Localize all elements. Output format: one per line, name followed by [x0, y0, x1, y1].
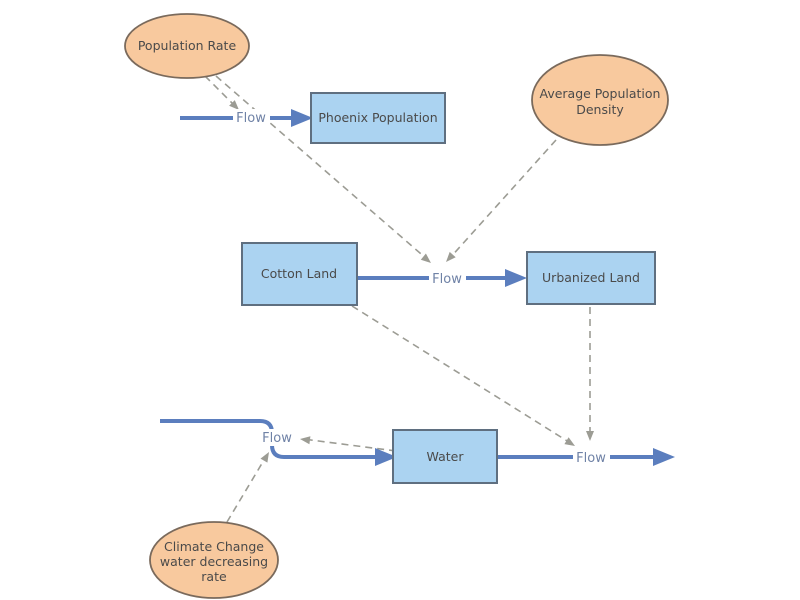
svg-text:Water: Water: [427, 449, 465, 464]
connector-population-rate-to-population-inflow: [204, 75, 239, 110]
connector-arrowhead-icon: [564, 437, 575, 446]
stock-node-water: Water: [392, 429, 498, 484]
flow-arrowhead-icon: [505, 269, 527, 287]
svg-text:rate: rate: [201, 569, 227, 584]
connector-arrowhead-icon: [420, 253, 431, 263]
svg-text:Phoenix Population: Phoenix Population: [318, 110, 437, 125]
stock-node-urbanized-land: Urbanized Land: [526, 251, 656, 305]
svg-text:Population Rate: Population Rate: [138, 38, 237, 53]
flow-label-water-inflow: Flow: [259, 429, 296, 446]
svg-text:Climate Change: Climate Change: [164, 539, 264, 554]
variable-node-population-rate: Population Rate: [124, 13, 250, 79]
variable-node-average-population-density: Average Population Density: [531, 54, 669, 146]
connector-population-rate-to-land-conversion: [215, 75, 431, 263]
stock-node-cotton-land: Cotton Land: [241, 242, 358, 306]
flow-arrowhead-icon: [291, 109, 313, 127]
svg-text:water decreasing: water decreasing: [160, 554, 268, 569]
flow-label-population-inflow: Flow: [233, 109, 270, 126]
svg-text:Flow: Flow: [576, 451, 606, 466]
variable-node-climate-change: Climate Change water decreasing rate: [149, 521, 279, 599]
stock-node-phoenix-population: Phoenix Population: [310, 92, 446, 144]
svg-text:Flow: Flow: [236, 111, 266, 126]
connector-arrowhead-icon: [260, 452, 269, 463]
connector-average-density-to-land-conversion: [446, 139, 557, 262]
flow-arrowhead-icon: [375, 448, 397, 466]
connector-arrowhead-icon: [586, 431, 594, 441]
svg-text:Density: Density: [576, 102, 624, 117]
connector-arrowhead-icon: [229, 100, 239, 110]
connector-urbanized-land-to-water-outflow: [586, 307, 594, 441]
connector-arrowhead-icon: [446, 251, 456, 262]
flow-arrowhead-icon: [653, 448, 675, 466]
connector-cotton-land-to-water-outflow: [351, 305, 575, 446]
svg-text:Average Population: Average Population: [540, 86, 661, 101]
svg-text:Urbanized Land: Urbanized Land: [542, 270, 640, 285]
svg-text:Flow: Flow: [262, 431, 292, 446]
svg-text:Flow: Flow: [432, 272, 462, 287]
connector-water-to-water-inflow: [300, 436, 397, 452]
flow-label-land-conversion: Flow: [429, 270, 466, 287]
connector-arrowhead-icon: [300, 436, 311, 445]
connector-climate-change-to-water-inflow: [226, 452, 269, 523]
svg-text:Cotton Land: Cotton Land: [261, 266, 337, 281]
flow-label-water-outflow: Flow: [573, 449, 610, 466]
